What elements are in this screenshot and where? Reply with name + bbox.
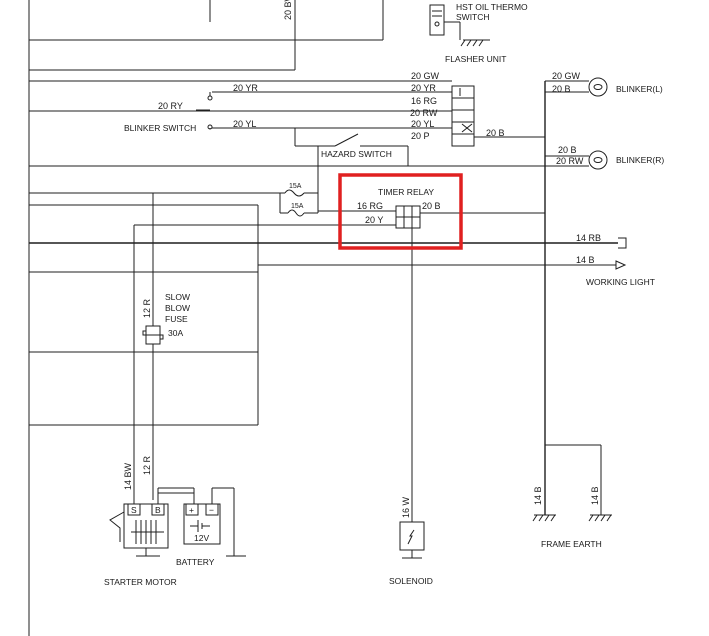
starter-motor-label: STARTER MOTOR (104, 577, 177, 587)
timer-relay-label: TIMER RELAY (378, 187, 434, 197)
wire-label-20b-blinker-l: 20 B (552, 84, 571, 94)
blinker-r-lamp (545, 150, 608, 170)
hst-oil-thermo-switch-label: HST OIL THERMO (456, 2, 528, 12)
wire-label-20b-blinker-r: 20 B (558, 145, 577, 155)
wire-label-20gw-2: 20 GW (552, 71, 581, 81)
fuse-15a-2-label: 15A (291, 203, 304, 210)
battery-plus-label: + (189, 505, 194, 515)
wire-label-20yr-2: 20 YR (411, 83, 436, 93)
highlight-box (338, 173, 463, 250)
wire-label-14b-earth-1: 14 B (533, 486, 543, 505)
working-light-label: WORKING LIGHT (586, 277, 655, 287)
starter-motor (109, 503, 169, 557)
hst-oil-thermo-switch-label-2: SWITCH (456, 12, 490, 22)
slow-blow-fuse-label-1: SLOW (165, 292, 190, 302)
solenoid-label: SOLENOID (389, 576, 433, 586)
wire-label-16w: 16 W (401, 496, 411, 518)
wire-label-14rb: 14 RB (576, 233, 601, 243)
wire-label-20rw-1: 20 RW (410, 108, 438, 118)
solenoid (399, 521, 425, 559)
wire-label-20b-flasher: 20 B (486, 128, 505, 138)
slow-blow-fuse-label-2: BLOW (165, 303, 190, 313)
hazard-switch-label: HAZARD SWITCH (321, 149, 392, 159)
flasher-unit-label: FLASHER UNIT (445, 54, 506, 64)
blinker-l-label: BLINKER(L) (616, 84, 663, 94)
wire-label-20y-relay: 20 Y (365, 215, 383, 225)
battery-voltage-label: 12V (194, 533, 209, 543)
frame-earth-label: FRAME EARTH (541, 539, 602, 549)
wire-label-20gw-1: 20 GW (411, 71, 440, 81)
hst-oil-thermo-switch (429, 4, 490, 47)
wire-label-20p: 20 P (411, 131, 430, 141)
wire-label-12r-starter: 12 R (142, 455, 152, 475)
wire-label-20b-relay: 20 B (422, 201, 441, 211)
slow-blow-fuse-label-3: FUSE (165, 314, 188, 324)
wire-label-20yl-1: 20 YL (233, 119, 256, 129)
wire-label-14b-earth-2: 14 B (590, 486, 600, 505)
flasher-unit (451, 85, 545, 147)
wire-label-16rg-1: 16 RG (411, 96, 437, 106)
starter-terminal-s: S (131, 505, 137, 515)
frame-earth (532, 444, 612, 522)
fuse-15a-1 (284, 189, 305, 197)
connector-14rb (618, 237, 627, 249)
battery-minus-label: − (209, 505, 214, 515)
slow-blow-fuse (142, 325, 164, 345)
hazard-switch (295, 133, 409, 166)
blinker-switch-label: BLINKER SWITCH (124, 123, 196, 133)
wire-label-20yl-2: 20 YL (411, 119, 434, 129)
wire-label-20yr-1: 20 YR (233, 83, 258, 93)
wire-label-20ry: 20 RY (158, 101, 183, 111)
fuse-rating-label: 30A (168, 328, 183, 338)
battery-label: BATTERY (176, 557, 215, 567)
wire-label-12r-fuse: 12 R (142, 298, 152, 318)
wire-label-20rw-2: 20 RW (556, 156, 584, 166)
blinker-r-label: BLINKER(R) (616, 155, 664, 165)
wire-label-16rg-relay: 16 RG (357, 201, 383, 211)
fuse-15a-1-label: 15A (289, 183, 302, 190)
timer-relay (395, 205, 421, 229)
fuse-15a-2 (287, 209, 305, 217)
battery (183, 487, 246, 557)
wire-label-14bw: 14 BW (123, 462, 133, 490)
wire-bundle (28, 0, 618, 636)
wire-label-20bw: 20 BW (283, 0, 293, 20)
blinker-switch (196, 92, 213, 130)
starter-terminal-b: B (155, 505, 161, 515)
working-light-connector (615, 260, 627, 270)
wire-label-14b-light: 14 B (576, 255, 595, 265)
blinker-l-lamp (545, 77, 608, 97)
